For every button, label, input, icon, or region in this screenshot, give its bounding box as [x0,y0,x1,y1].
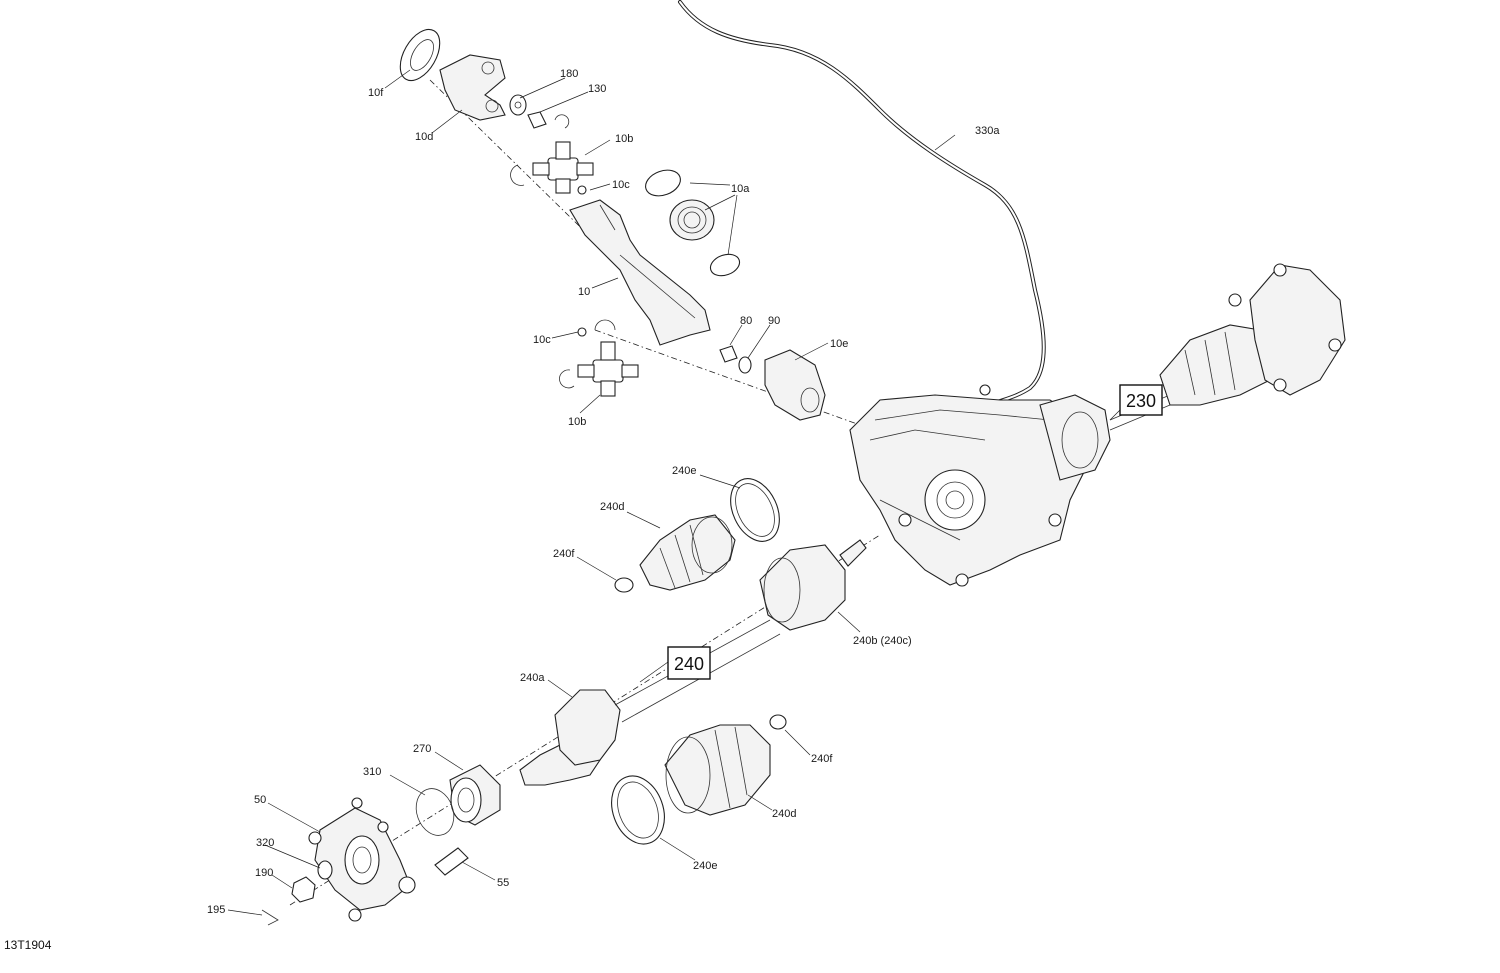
callout-10b-top: 10b [615,133,633,145]
callout-270: 270 [413,743,431,755]
washer-180 [509,94,527,116]
drawing-id: 13T1904 [4,938,52,952]
nut-190 [291,876,316,903]
boxed-label-230-text: 230 [1126,391,1156,411]
callout-180: 180 [560,68,578,80]
callouts: 330a 10f 180 130 10d 10b 10c 10a 10 80 9… [207,68,1000,916]
clamp-240e-bottom [611,775,665,845]
callout-240f-top: 240f [553,548,575,560]
driveshaft-10 [569,199,711,346]
callout-240e-bottom: 240e [693,860,717,872]
bolt-80 [719,345,738,363]
callout-10f: 10f [368,87,384,99]
stud-55 [434,847,469,876]
boxed-label-230: 230 [1119,384,1163,416]
callout-130: 130 [588,83,606,95]
callout-195: 195 [207,904,225,916]
callout-330a: 330a [975,125,1000,137]
callout-10c-bottom: 10c [533,334,551,346]
boxed-label-240-text: 240 [674,654,704,674]
leader-lines [227,69,1121,916]
yoke-10e [764,349,826,421]
callout-240d-bottom: 240d [772,808,796,820]
yoke-10d [439,54,506,121]
callout-320: 320 [256,837,274,849]
circlip-bottom-left [559,369,575,389]
seal-10f [399,28,441,82]
drive-shaft-240 [519,539,867,786]
boot-240d-top [639,514,736,591]
boot-kit-10a [645,169,741,277]
callout-310: 310 [363,766,381,778]
u-joint-10b-top [532,141,594,194]
bolt-130 [527,111,547,129]
callout-50: 50 [254,794,266,806]
axle-230 [1109,263,1346,431]
callout-10c-top: 10c [612,179,630,191]
front-differential [849,384,1111,587]
callout-10a: 10a [731,183,750,195]
washer-90 [738,356,752,374]
callout-90: 90 [768,315,780,327]
cotter-pin-195 [261,909,279,926]
hub-50 [308,797,416,922]
callout-10d: 10d [415,131,433,143]
boot-240d-bottom [664,724,771,816]
callout-80: 80 [740,315,752,327]
circlip-top-left [510,164,525,186]
u-joint-10b-bottom [577,341,639,397]
boxed-label-240: 240 [667,646,711,680]
callout-190: 190 [255,867,273,879]
clamp-240f-bottom [769,714,787,730]
circlip-310 [415,788,455,836]
callout-240b: 240b (240c) [853,635,912,647]
grease-fitting-10c-bottom [577,327,587,337]
circlip-top [554,114,570,129]
callout-240e-top: 240e [672,465,696,477]
callout-55: 55 [497,877,509,889]
bearing-270 [449,764,501,826]
clamp-240f-top [614,577,634,593]
callout-240d-top: 240d [600,501,624,513]
cable-330a [678,0,1046,407]
clamp-240e-top [730,478,780,542]
callout-10b-bottom: 10b [568,416,586,428]
circlip-bottom-top [594,319,616,331]
washer-320 [317,860,333,880]
callout-240a: 240a [520,672,545,684]
grease-fitting-10c-top [577,185,587,195]
callout-10e: 10e [830,338,848,350]
callout-10: 10 [578,286,590,298]
callout-240f-bottom: 240f [811,753,833,765]
